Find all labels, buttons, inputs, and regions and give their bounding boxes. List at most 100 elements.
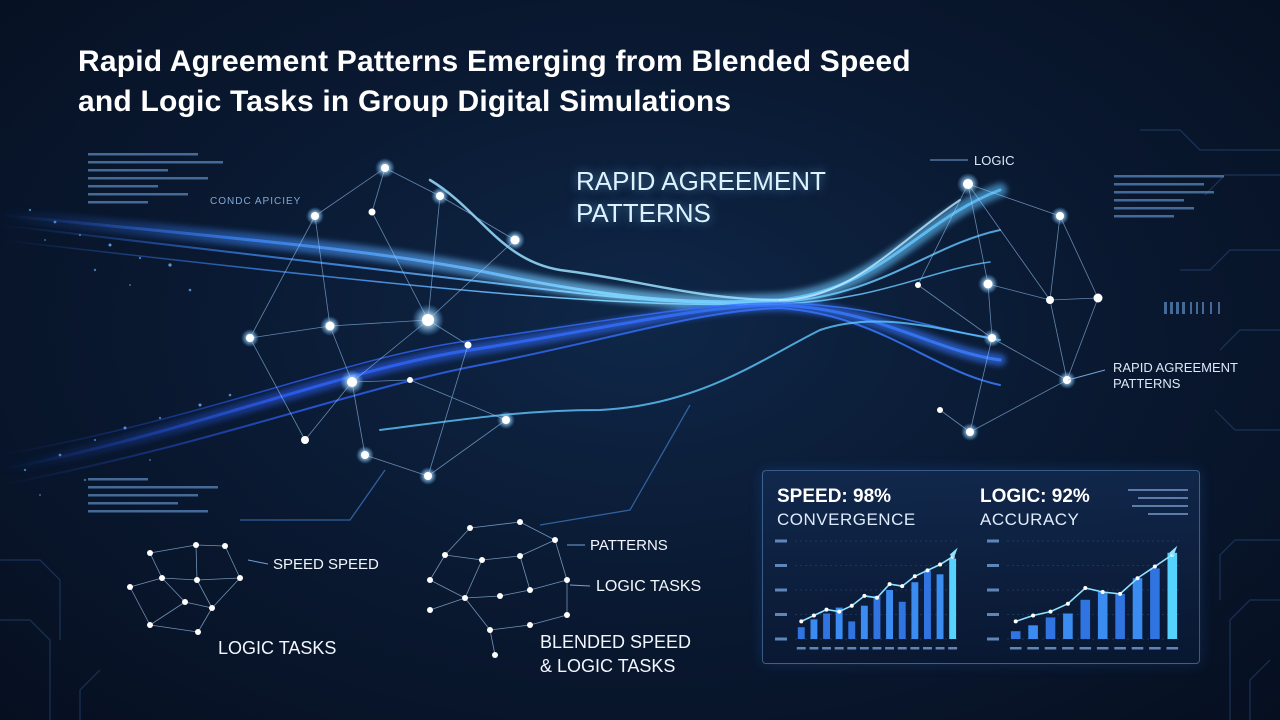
label-leaders [247,159,1106,587]
center-label-line-1: RAPID AGREEMENT [576,166,826,196]
speed-ytick-mark [775,613,787,616]
speed-xtick-mark [897,647,907,650]
logic-trend-line [1015,554,1173,623]
speed-xtick-mark [910,647,920,650]
speed-ytick-mark [775,539,787,543]
speed-kpi: SPEED: 98% CONVERGENCE [777,485,916,531]
logic-xtick-mark [1027,647,1039,650]
speed-bar [936,574,944,639]
logic-bar [1132,578,1143,639]
logic-trend-point [1031,613,1036,618]
speed-bar [810,619,818,639]
speed-bar [848,621,856,639]
speed-bar [911,582,919,639]
nodes [127,158,1103,658]
logic-trend-point [1100,590,1105,594]
speed-trend-point [900,584,905,589]
logic-trend-point [1083,586,1088,590]
speed-trend-point [849,603,854,608]
speed-xtick-mark [822,647,831,650]
metrics-panel: SPEED: 98% CONVERGENCE LOGIC: 92% ACCURA… [762,470,1200,664]
speed-bar [924,570,931,639]
speed-bar [949,558,957,639]
logic-xtick-mark [1131,647,1144,650]
speed-xtick-mark [809,647,819,650]
blended-line-2: & LOGIC TASKS [540,656,676,676]
faint-text-blocks [88,153,1224,513]
speed-ytick-mark [775,637,787,641]
small-network-mid [429,521,568,656]
speed-ytick-mark [775,564,787,567]
logic-tasks-mid-label: LOGIC TASKS [596,578,702,595]
speed-xtick-mark [847,647,857,650]
logic-xtick-mark [1044,647,1057,650]
logic-bar [1150,568,1160,639]
speed-trend-point [811,613,816,618]
logic-xtick-mark [1096,647,1109,650]
logic-ytick-mark [987,637,999,641]
title-line-2: and Logic Tasks in Group Digital Simulat… [78,85,732,118]
logic-ytick-mark [987,588,999,592]
speed-bar-chart [775,539,959,650]
logic-subtitle: ACCURACY [980,510,1080,529]
logic-bar [1080,599,1091,639]
logic-bar [1010,631,1021,639]
right-node-network [917,183,1099,433]
speed-speed-label: SPEED SPEED [273,556,379,573]
logic-trend-point [1135,576,1140,581]
speed-trend-arrow-icon [949,547,958,559]
speed-trend-point [837,609,842,614]
speed-ytick-mark [775,588,787,592]
logic-ytick-mark [987,613,999,616]
speed-trend-point [925,568,930,573]
speed-bar [797,627,805,639]
connector-lines [240,404,691,526]
logic-xtick-mark [1079,647,1092,650]
logic-trend-point [1013,619,1018,624]
speed-xtick-mark [935,647,945,650]
right-label-line-2: PATTERNS [1113,376,1181,391]
logic-xtick-mark [1114,647,1126,650]
center-label-line-2: PATTERNS [576,198,711,228]
small-network-left [129,544,241,633]
left-node-network [249,167,516,477]
logic-ytick-mark [987,564,999,567]
speed-xtick-mark [872,647,882,650]
logic-tasks-left-label: LOGIC TASKS [218,638,337,658]
logic-bar [1097,592,1108,639]
logic-xtick-mark [1166,647,1179,650]
speed-trend-point [938,562,943,567]
speed-trend-point [799,619,804,624]
logic-bar [1028,625,1038,639]
speed-bar [835,607,843,639]
logic-xtick-mark [1062,647,1074,650]
speed-xtick-mark [948,647,958,650]
logic-bar [1115,593,1125,639]
speed-trend-point [912,574,917,579]
flow-ribbons [0,178,1007,486]
speed-bar [898,601,906,639]
right-label-line-1: RAPID AGREEMENT [1113,360,1238,375]
speed-xtick-mark [859,647,869,650]
logic-trend-arrow-icon [1169,545,1178,557]
speed-subtitle: CONVERGENCE [777,510,916,529]
speed-bar [873,595,881,639]
title-line-1: Rapid Agreement Patterns Emerging from B… [78,45,911,78]
panel-legend-decor [1128,489,1188,521]
logic-ytick-mark [987,539,999,543]
speed-trend-point [824,607,829,612]
patterns-label: PATTERNS [590,537,668,554]
speed-xtick-mark [923,647,932,650]
speed-xtick-mark [885,647,894,650]
logic-bar-chart [987,539,1181,650]
logic-value: LOGIC: 92% [980,486,1090,507]
speed-xtick-mark [834,647,844,650]
center-label: RAPID AGREEMENT PATTERNS [576,165,826,229]
left-small-label: CONDC APICIEY [210,196,302,207]
blended-line-1: BLENDED SPEED [540,632,692,652]
speed-xtick-mark [796,647,806,650]
logic-trend-point [1118,591,1123,596]
logic-trend-point [1048,609,1053,614]
right-agreement-label: RAPID AGREEMENT PATTERNS [1113,360,1238,392]
